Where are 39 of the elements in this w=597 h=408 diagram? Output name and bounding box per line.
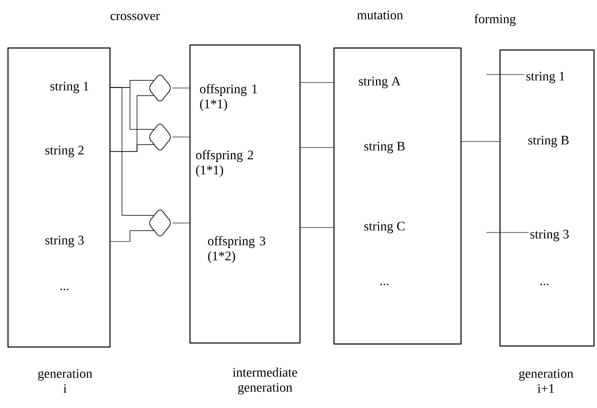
string-label: ... [540,284,549,286]
crossover-gate [149,210,171,236]
string-label: string C [364,222,405,234]
string-label: string B [364,142,405,154]
connector-line [461,141,500,142]
step-label: mutation [357,10,403,20]
step-label: crossover [110,14,160,20]
generation-box [190,44,300,344]
step-label: forming [474,14,516,26]
string-label: offspring 2 (1*1) [196,150,254,177]
string-label: string 3 [530,230,569,242]
connector-line [172,222,190,224]
string-label: offspring 1 (1*1) [200,84,257,111]
generation-box [334,48,462,344]
connector-line [300,147,334,148]
string-label: string 2 [45,146,84,158]
crossover-gate [149,124,171,150]
connector-line [300,82,334,83]
connector-line [300,227,334,228]
string-label: string 1 [50,82,88,94]
generation-label: intermediate generation [232,368,298,394]
crossover-gate [149,74,171,102]
generation-box [8,48,110,348]
connector-line [486,232,529,233]
connector-line [110,87,154,216]
generation-box [500,50,594,346]
generation-label: generation i+1 [519,369,574,393]
string-label: offspring 3 (1*2) [208,236,266,263]
string-label: string 1 [526,72,564,84]
string-label: string A [358,76,401,88]
connector-line [110,230,154,242]
string-label: ... [380,284,389,286]
connector-line [486,74,525,75]
string-label: ... [60,288,69,290]
string-label: string B [528,136,569,148]
connector-line [172,136,190,138]
string-label: string 3 [45,236,84,248]
connector-line [110,144,154,152]
generation-label: generation i [38,369,92,393]
